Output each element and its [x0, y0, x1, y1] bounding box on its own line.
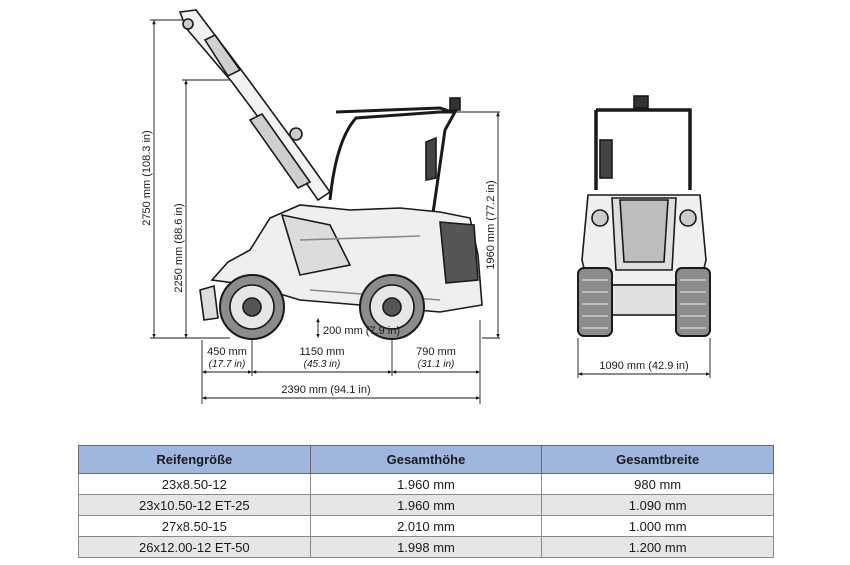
total-length-label: 2390 mm (94.1 in)	[281, 384, 370, 396]
cell-total-height: 1.960 mm	[309, 473, 543, 495]
table-row: 23x10.50-12 ET-25 1.960 mm 1.090 mm	[78, 494, 774, 516]
cab-height-label: 1960 mm (77.2 in)	[485, 180, 497, 269]
header-total-height: Gesamthöhe	[309, 445, 543, 474]
boom-height-label: 2250 mm (88.6 in)	[173, 203, 185, 292]
technical-drawing: 2750 mm (108.3 in) 2250 mm (88.6 in) 196…	[141, 9, 711, 404]
table-row: 27x8.50-15 2.010 mm 1.000 mm	[78, 515, 774, 537]
front-overhang-label: 450 mm	[207, 346, 247, 358]
cell-total-width: 1.090 mm	[541, 494, 774, 516]
cell-total-height: 1.998 mm	[309, 536, 543, 558]
cell-tire-size: 27x8.50-15	[78, 515, 311, 537]
wheelbase-label: 1150 mm	[299, 346, 344, 358]
header-tire-size: Reifengröße	[78, 445, 311, 474]
table-row: 26x12.00-12 ET-50 1.998 mm 1.200 mm	[78, 536, 774, 558]
cell-total-height: 2.010 mm	[309, 515, 543, 537]
table-header-row: Reifengröße Gesamthöhe Gesamtbreite	[78, 445, 774, 474]
cell-tire-size: 23x10.50-12 ET-25	[78, 494, 311, 516]
cell-tire-size: 23x8.50-12	[78, 473, 311, 495]
total-width-label: 1090 mm (42.9 in)	[599, 360, 688, 372]
header-total-width: Gesamtbreite	[541, 445, 774, 474]
cell-total-width: 1.200 mm	[541, 536, 774, 558]
total-height-label: 2750 mm (108.3 in)	[141, 130, 153, 225]
front-overhang-in-label: (17.7 in)	[209, 359, 246, 370]
loader-side-view	[178, 9, 483, 340]
cell-total-width: 1.000 mm	[541, 515, 774, 537]
dimension-lines	[150, 19, 711, 404]
cell-total-height: 1.960 mm	[309, 494, 543, 516]
ground-clearance-label: 200 mm (7.9 in)	[323, 325, 400, 337]
table-row: 23x8.50-12 1.960 mm 980 mm	[78, 473, 774, 495]
cell-total-width: 980 mm	[541, 473, 774, 495]
tire-spec-table: Reifengröße Gesamthöhe Gesamtbreite 23x8…	[78, 445, 774, 558]
cell-tire-size: 26x12.00-12 ET-50	[78, 536, 311, 558]
rear-overhang-in-label: (31.1 in)	[418, 359, 455, 370]
loader-front-view	[577, 95, 711, 337]
rear-overhang-label: 790 mm	[416, 346, 456, 358]
wheelbase-in-label: (45.3 in)	[304, 359, 341, 370]
